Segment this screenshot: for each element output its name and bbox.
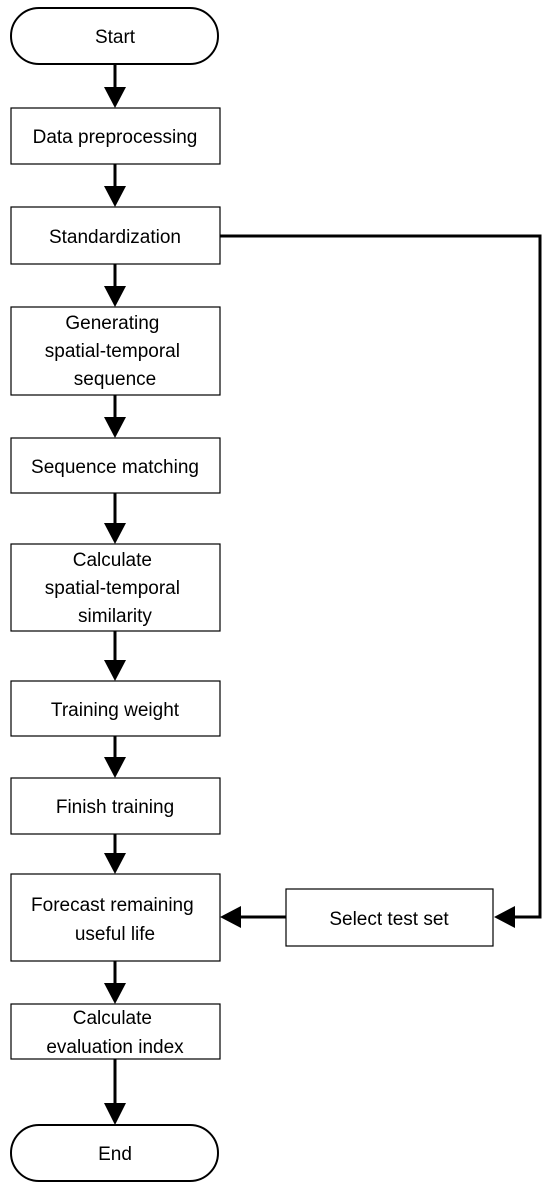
finish-training-box xyxy=(10,777,221,835)
arrowhead-generating-to-matching xyxy=(104,417,126,438)
arrowhead-standardization-to-generating xyxy=(104,286,126,307)
arrowhead-training-weight-to-finish xyxy=(104,757,126,778)
start-label: Start xyxy=(95,27,136,48)
training-weight-box xyxy=(10,680,221,737)
calculate-evaluation-line-2: evaluation index xyxy=(46,1037,184,1058)
calculate-similarity-line-3: similarity xyxy=(78,606,152,627)
forecast-rul-box xyxy=(10,873,221,962)
arrowhead-preprocessing-to-standardization xyxy=(104,186,126,207)
training-weight-label: Training weight xyxy=(51,700,180,721)
select-test-set-label: Select test set xyxy=(329,909,449,930)
forecast-rul-line-1: Forecast remaining xyxy=(31,895,194,916)
calculate-similarity-line-2: spatial-temporal xyxy=(45,578,180,599)
forecast-rul-label: Forecast remaining useful life xyxy=(31,895,199,945)
generating-sequence-line-2: spatial-temporal xyxy=(45,341,180,362)
arrowhead-similarity-to-training-weight xyxy=(104,660,126,681)
arrow-standardization-to-test-set xyxy=(220,234,542,919)
finish-training-label: Finish training xyxy=(56,797,174,818)
standardization-label: Standardization xyxy=(49,227,181,248)
generating-sequence-line-1: Generating xyxy=(65,313,159,334)
generating-sequence-box xyxy=(10,306,221,396)
calculate-similarity-box xyxy=(10,543,221,632)
generating-sequence-line-3: sequence xyxy=(74,369,156,390)
data-preprocessing-label: Data preprocessing xyxy=(33,127,198,148)
calculate-similarity-label: Calculate spatial-temporal similarity xyxy=(45,550,185,627)
arrowhead-forecast-to-evaluation xyxy=(104,983,126,1004)
end-label: End xyxy=(98,1144,132,1165)
arrowhead-start-to-preprocessing xyxy=(104,87,126,108)
end-terminator xyxy=(10,1124,219,1182)
forecast-rul-line-2: useful life xyxy=(75,924,155,945)
calculate-similarity-line-1: Calculate xyxy=(73,550,152,571)
calculate-evaluation-box xyxy=(10,1003,221,1060)
arrowhead-standardization-to-test-set xyxy=(494,906,515,928)
generating-sequence-label: Generating spatial-temporal sequence xyxy=(45,313,185,390)
arrowhead-finish-to-forecast xyxy=(104,853,126,874)
arrowhead-test-set-to-forecast xyxy=(220,906,241,928)
sequence-matching-label: Sequence matching xyxy=(31,457,199,478)
calculate-evaluation-line-1: Calculate xyxy=(73,1008,152,1029)
select-test-set-box xyxy=(285,888,494,947)
arrowhead-matching-to-similarity xyxy=(104,523,126,544)
calculate-evaluation-label: Calculate evaluation index xyxy=(46,1008,184,1058)
sequence-matching-box xyxy=(10,437,221,494)
arrowhead-evaluation-to-end xyxy=(104,1103,126,1125)
